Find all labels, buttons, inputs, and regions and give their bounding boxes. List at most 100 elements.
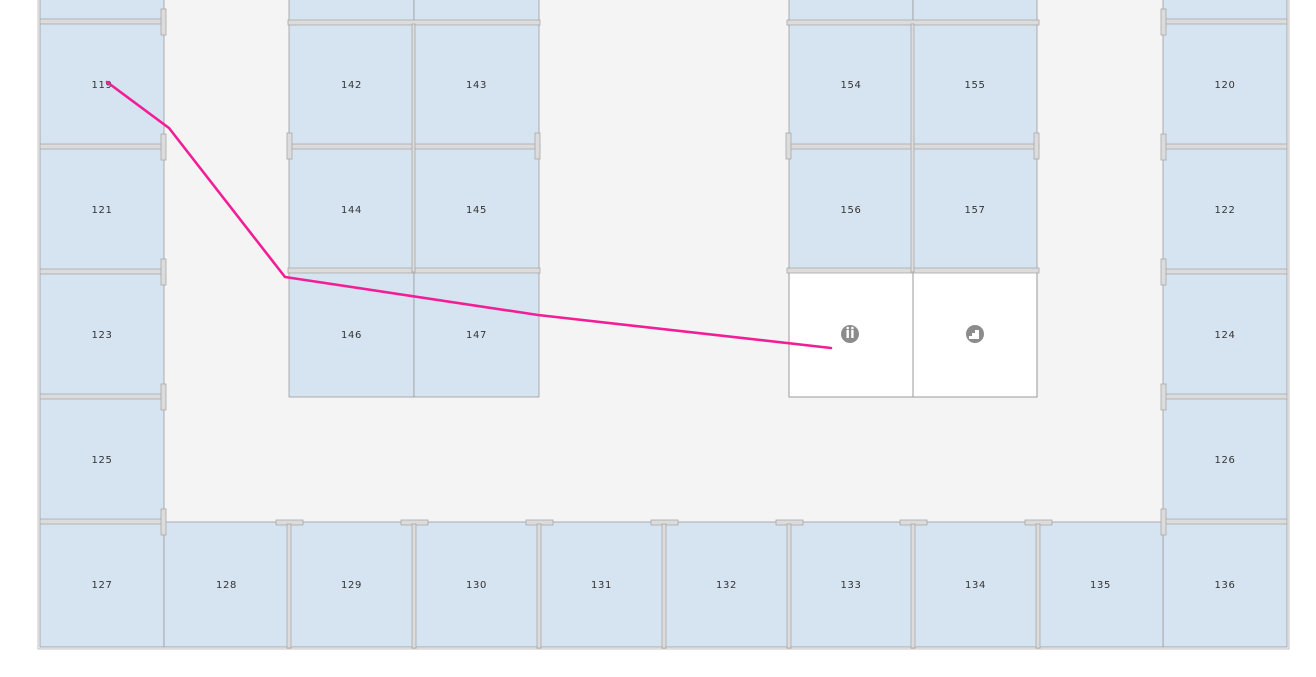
booth-128[interactable]: 128 — [163, 521, 290, 648]
booth-number: 129 — [341, 580, 362, 591]
divider-post — [1035, 523, 1041, 649]
booth-number: 119 — [92, 80, 113, 91]
booth-121[interactable]: 121 — [39, 146, 165, 273]
divider-post — [160, 8, 167, 36]
booth-157[interactable]: 157 — [912, 146, 1038, 273]
booth-number: 144 — [341, 205, 362, 216]
divider-post — [160, 383, 167, 411]
divider-post — [534, 132, 541, 160]
divider-post — [1160, 383, 1167, 411]
restroom-icon[interactable] — [841, 325, 859, 343]
booth-143[interactable]: 143 — [413, 21, 540, 148]
divider-post — [661, 523, 667, 649]
booth-133[interactable]: 133 — [788, 521, 914, 648]
booth-131[interactable]: 131 — [538, 521, 665, 648]
booth-number: 145 — [466, 205, 487, 216]
booth-135[interactable]: 135 — [1037, 521, 1164, 648]
booth-126[interactable]: 126 — [1162, 396, 1288, 523]
booth-number: 143 — [466, 80, 487, 91]
booths-layer[interactable]: 119 121 123 125 127 120 122 124 126 136 128 129 130 1… — [39, 0, 1288, 648]
divider-post — [1160, 8, 1167, 36]
booth-number: 127 — [92, 580, 113, 591]
divider-post — [1160, 258, 1167, 286]
booth-130[interactable]: 130 — [413, 521, 540, 648]
divider-post — [536, 523, 542, 649]
booth-partial[interactable] — [413, 0, 540, 22]
booth-122[interactable]: 122 — [1162, 146, 1288, 273]
booth-145[interactable]: 145 — [413, 146, 540, 273]
stairs-icon[interactable] — [966, 325, 984, 343]
booth-number: 142 — [341, 80, 362, 91]
booth-number: 157 — [965, 205, 986, 216]
booth-partial[interactable] — [288, 0, 415, 22]
booth-136[interactable]: 136 — [1162, 521, 1288, 648]
booth-120[interactable]: 120 — [1162, 21, 1288, 148]
divider-bar — [39, 18, 165, 25]
booth-125[interactable]: 125 — [39, 396, 165, 523]
booth-number: 120 — [1215, 80, 1236, 91]
booth-132[interactable]: 132 — [663, 521, 790, 648]
booth-number: 146 — [341, 330, 362, 341]
divider-bar — [39, 268, 165, 275]
divider-bar — [39, 518, 165, 525]
booth-number: 123 — [92, 330, 113, 341]
divider-post — [286, 523, 292, 649]
divider-post — [160, 508, 167, 536]
divider-post — [786, 523, 792, 649]
divider-post — [160, 258, 167, 286]
booth-154[interactable]: 154 — [788, 21, 914, 148]
booth-number: 132 — [716, 580, 737, 591]
divider-bar — [39, 393, 165, 400]
booth-144[interactable]: 144 — [288, 146, 415, 273]
divider-bar — [1162, 18, 1288, 25]
booth-number: 130 — [466, 580, 487, 591]
booth-partial[interactable] — [1162, 0, 1288, 22]
booth-142[interactable]: 142 — [288, 21, 415, 148]
booth-number: 125 — [92, 455, 113, 466]
divider-layer — [39, 8, 1288, 649]
booth-partial[interactable] — [912, 0, 1038, 22]
amenity-block — [788, 271, 1038, 398]
booth-number: 136 — [1215, 580, 1236, 591]
booth-number: 155 — [965, 80, 986, 91]
booth-156[interactable]: 156 — [788, 146, 914, 273]
divider-post — [910, 523, 916, 649]
divider-post — [160, 133, 167, 161]
booth-number: 122 — [1215, 205, 1236, 216]
divider-bar — [1162, 393, 1288, 400]
booth-number: 154 — [841, 80, 862, 91]
booth-number: 135 — [1090, 580, 1111, 591]
booth-134[interactable]: 134 — [912, 521, 1039, 648]
booth-number: 133 — [841, 580, 862, 591]
divider-post — [1160, 508, 1167, 536]
booth-119[interactable]: 119 — [39, 21, 165, 148]
booth-155[interactable]: 155 — [912, 21, 1038, 148]
divider-post — [1160, 133, 1167, 161]
divider-post — [910, 23, 915, 273]
divider-bar — [39, 143, 165, 150]
booth-127[interactable]: 127 — [39, 521, 165, 648]
booth-146[interactable]: 146 — [288, 271, 415, 398]
booth-number: 147 — [466, 330, 487, 341]
booth-123[interactable]: 123 — [39, 271, 165, 398]
booth-partial[interactable] — [39, 0, 165, 22]
divider-post — [785, 132, 792, 160]
divider-bar — [1162, 518, 1288, 525]
booth-number: 156 — [841, 205, 862, 216]
booth-number: 126 — [1215, 455, 1236, 466]
booth-number: 134 — [965, 580, 986, 591]
booth-number: 121 — [92, 205, 113, 216]
divider-post — [1033, 132, 1040, 160]
booth-number: 124 — [1215, 330, 1236, 341]
divider-bar — [1162, 268, 1288, 275]
booth-number: 131 — [591, 580, 612, 591]
divider-post — [411, 23, 416, 273]
booth-129[interactable]: 129 — [288, 521, 415, 648]
booth-147[interactable]: 147 — [413, 271, 540, 398]
divider-post — [411, 523, 417, 649]
booth-124[interactable]: 124 — [1162, 271, 1288, 398]
divider-bar — [1162, 143, 1288, 150]
booth-partial[interactable] — [788, 0, 914, 22]
booth-number: 128 — [216, 580, 237, 591]
